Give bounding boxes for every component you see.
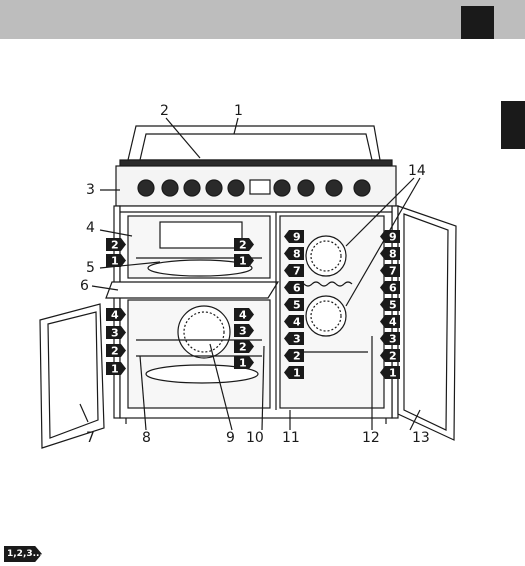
lower-right-level-3-tag [234,324,254,337]
lower-right-level-1-tag [234,356,254,369]
header-bar [0,0,525,39]
right-door-level-2-tag [380,349,400,362]
right-door-level-2: 2 [389,350,397,363]
right-oven-level-7-tag [284,264,304,277]
upper-left-level-2-tag [106,238,126,251]
right-oven-level-5: 5 [293,299,301,312]
callout-3: 3 [86,182,95,198]
right-oven-level-2-tag [284,349,304,362]
callout-6: 6 [80,278,89,294]
callout-9: 9 [226,430,235,446]
right-oven-level-4-tag [284,315,304,328]
lower-right-level-4: 4 [239,309,247,322]
callout-11: 11 [282,430,300,446]
right-door-level-8: 8 [389,248,397,261]
right-door-level-8-tag [380,247,400,260]
lower-right-level-1: 1 [239,357,247,370]
callout-14: 14 [408,163,426,179]
shelf-level-labels: 2 2 1 1 4 4 3 3 2 2 1 1 9 8 7 6 5 4 3 2 1 9 8 7 6 5 4 3 2 1 [106,230,400,380]
right-oven-level-8-tag [284,247,304,260]
right-door-level-4: 4 [389,316,397,329]
callout-8: 8 [142,430,151,446]
right-door-level-7-tag [380,264,400,277]
upper-right-level-1: 1 [239,255,247,268]
right-oven-level-6: 6 [293,282,301,295]
step-badge: 1,2,3... [4,546,42,562]
right-door-level-6: 6 [389,282,397,295]
right-oven-level-9-tag [284,230,304,243]
upper-left-level-1: 1 [111,255,119,268]
lower-left-level-4-tag [106,308,126,321]
right-door-level-4-tag [380,315,400,328]
right-oven-level-9: 9 [293,231,301,244]
right-door-level-5-tag [380,298,400,311]
right-door-level-9: 9 [389,231,397,244]
right-oven-level-6-tag [284,281,304,294]
right-door-level-1-tag [380,366,400,379]
right-door-level-9-tag [380,230,400,243]
callout-7: 7 [86,430,95,446]
right-door-level-7: 7 [389,265,397,278]
right-door-level-3-tag [380,332,400,345]
upper-right-level-2: 2 [239,239,247,252]
right-oven-level-1-tag [284,366,304,379]
right-oven-level-3: 3 [293,333,301,346]
right-door-level-5: 5 [389,299,397,312]
lower-left-level-2-tag [106,344,126,357]
callout-13: 13 [412,430,430,446]
lower-left-level-1: 1 [111,363,119,376]
right-oven-level-4: 4 [293,316,301,329]
lower-right-level-3: 3 [239,325,247,338]
right-oven-level-7: 7 [293,265,301,278]
right-oven-level-1: 1 [293,367,301,380]
upper-left-level-1-tag [106,254,126,267]
lower-right-level-4-tag [234,308,254,321]
right-door-level-1: 1 [389,367,397,380]
lower-right-level-2-tag [234,340,254,353]
right-door-level-6-tag [380,281,400,294]
callout-1: 1 [234,103,243,119]
lower-left-level-3: 3 [111,327,119,340]
lower-right-level-2: 2 [239,341,247,354]
callout-12: 12 [362,430,380,446]
upper-right-level-2-tag [234,238,254,251]
lower-left-level-3-tag [106,326,126,339]
chapter-tab [501,101,525,149]
right-oven-level-2: 2 [293,350,301,363]
callout-5: 5 [86,260,95,276]
upper-left-level-2: 2 [111,239,119,252]
upper-right-level-1-tag [234,254,254,267]
callout-4: 4 [86,220,95,236]
callout-2: 2 [160,103,169,119]
callout-10: 10 [246,430,264,446]
lower-left-level-1-tag [106,362,126,375]
header-block [461,6,494,39]
right-oven-level-5-tag [284,298,304,311]
right-oven-level-3-tag [284,332,304,345]
lower-left-level-4: 4 [111,309,119,322]
right-oven-level-8: 8 [293,248,301,261]
lower-left-level-2: 2 [111,345,119,358]
right-door-level-3: 3 [389,333,397,346]
